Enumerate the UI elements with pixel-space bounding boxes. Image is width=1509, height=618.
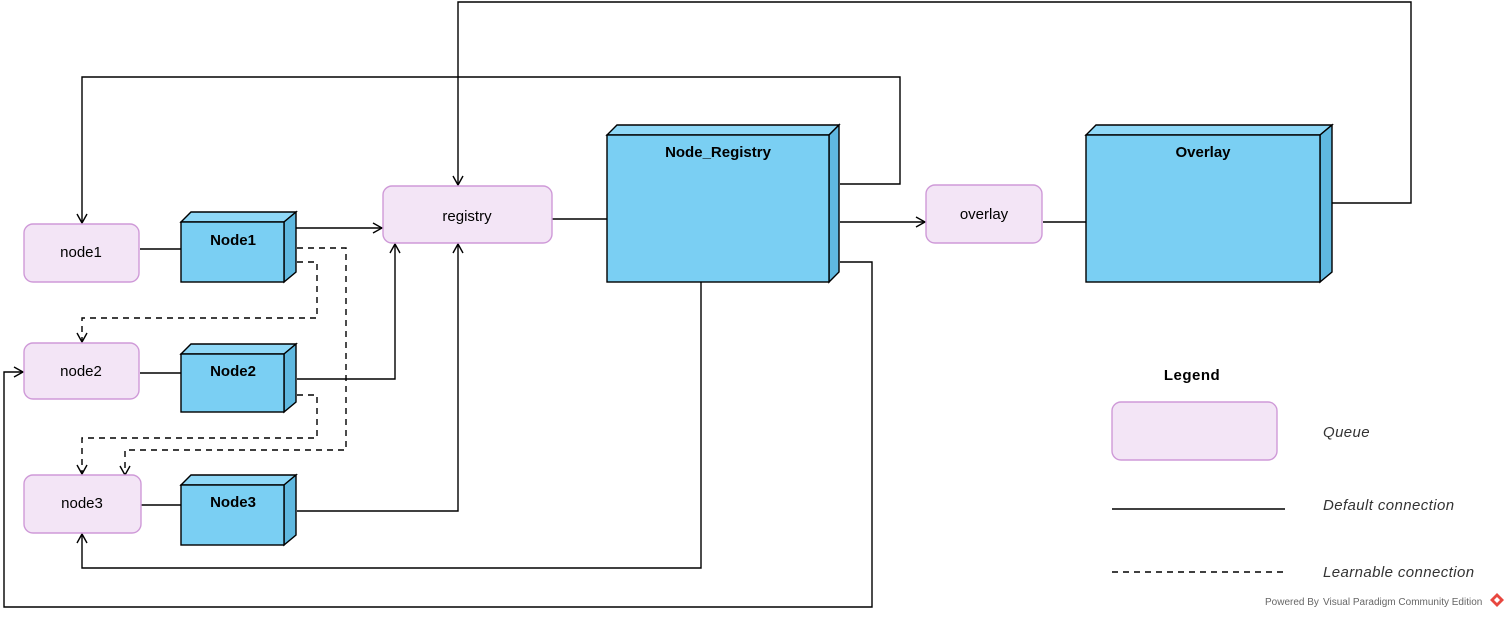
queue-registry-label: registry: [442, 208, 492, 225]
node-box-overlay-label: Overlay: [1175, 144, 1231, 161]
node-box-node2[interactable]: Node2: [179, 342, 298, 414]
default-connections: [3, 1, 1412, 608]
legend: Legend Queue Default connection Learnabl…: [1111, 367, 1474, 581]
queue-registry[interactable]: registry: [382, 185, 553, 244]
legend-default-label: Default connection: [1323, 497, 1454, 514]
queue-node3-label: node3: [61, 495, 103, 512]
node-box-node1-label: Node1: [210, 232, 256, 249]
learnable-connections: [76, 247, 347, 477]
visual-paradigm-logo-icon: [1490, 593, 1504, 607]
queue-node2-label: node2: [60, 363, 102, 380]
node-box-node3[interactable]: Node3: [179, 473, 298, 547]
node-box-node1[interactable]: Node1: [179, 210, 298, 284]
node-box-node2-label: Node2: [210, 363, 256, 380]
connection-node3-registry: [297, 242, 464, 512]
footer-powered-by: Powered By: [1265, 597, 1319, 608]
footer-product: Visual Paradigm Community Edition: [1323, 597, 1482, 608]
node-box-overlay[interactable]: Overlay: [1084, 123, 1334, 284]
footer-watermark: Powered By Visual Paradigm Community Edi…: [1265, 593, 1504, 608]
learnable-node1-node2: [76, 261, 318, 344]
queue-node2[interactable]: node2: [23, 342, 140, 400]
connection-noderegistry-node2: [3, 261, 873, 608]
legend-queue-swatch: [1111, 401, 1278, 461]
node-box-node3-label: Node3: [210, 494, 256, 511]
learnable-node2-node3: [76, 394, 318, 476]
legend-queue-label: Queue: [1323, 424, 1370, 441]
legend-title: Legend: [1164, 367, 1220, 384]
queue-node3[interactable]: node3: [23, 474, 142, 534]
connection-node2-registry: [297, 242, 401, 380]
node-box-node-registry[interactable]: Node_Registry: [605, 123, 841, 284]
node-box-node-registry-label: Node_Registry: [665, 144, 772, 161]
queue-overlay-label: overlay: [960, 206, 1009, 223]
connection-noderegistry-node1: [76, 76, 901, 225]
connection-overlaynode-registry: [452, 1, 1412, 204]
queue-overlay[interactable]: overlay: [925, 184, 1043, 244]
queue-node1[interactable]: node1: [23, 223, 140, 283]
connection-noderegistry-node3: [76, 282, 702, 569]
queue-node1-label: node1: [60, 244, 102, 261]
legend-learnable-label: Learnable connection: [1323, 564, 1474, 581]
